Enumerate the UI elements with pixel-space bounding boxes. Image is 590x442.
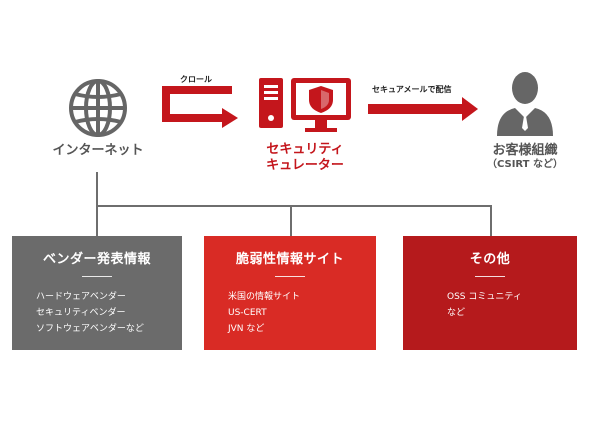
connector-drop-other bbox=[490, 205, 492, 236]
other-sources-box: その他 OSS コミュニティ など bbox=[403, 236, 577, 350]
computer-shield-icon bbox=[259, 78, 351, 132]
internet-label: インターネット bbox=[52, 143, 144, 158]
list-item: OSS コミュニティ bbox=[447, 292, 522, 302]
list-item: US-CERT bbox=[228, 308, 267, 318]
deliver-arrow-label: セキュアメールで配信 bbox=[372, 85, 452, 94]
list-item: ハードウェアベンダー bbox=[36, 292, 126, 302]
other-sources-divider bbox=[475, 276, 505, 277]
curator-node bbox=[255, 78, 355, 138]
connector-drop-vuln bbox=[290, 205, 292, 236]
connector-horizontal bbox=[96, 205, 492, 207]
curator-label: セキュリティ キュレーター bbox=[235, 142, 375, 175]
customer-label-line2: （CSIRT など） bbox=[486, 159, 563, 171]
curator-label-line2: キュレーター bbox=[266, 158, 344, 174]
curator-label-line1: セキュリティ bbox=[266, 142, 344, 157]
vendor-info-list: ハードウェアベンダー セキュリティベンダー ソフトウェアベンダーなど bbox=[12, 289, 182, 337]
list-item: セキュリティベンダー bbox=[36, 308, 126, 318]
list-item: ソフトウェアベンダーなど bbox=[36, 324, 144, 334]
connector-drop-vendor bbox=[96, 205, 98, 236]
vendor-info-title: ベンダー発表情報 bbox=[42, 252, 151, 267]
vulnerability-sites-divider bbox=[275, 276, 305, 277]
customer-node bbox=[493, 68, 557, 136]
vulnerability-sites-box: 脆弱性情報サイト 米国の情報サイト US-CERT JVN など bbox=[204, 236, 376, 350]
list-item: 米国の情報サイト bbox=[228, 292, 301, 302]
crawl-arrow-label: クロール bbox=[180, 75, 212, 84]
customer-label: お客様組織 （CSIRT など） bbox=[455, 143, 590, 172]
deliver-arrow bbox=[368, 97, 478, 121]
connector-trunk bbox=[96, 172, 98, 206]
other-sources-list: OSS コミュニティ など bbox=[403, 289, 577, 321]
person-icon bbox=[497, 72, 553, 136]
internet-node bbox=[60, 76, 136, 140]
customer-label-line1: お客様組織 bbox=[492, 143, 558, 158]
vulnerability-sites-list: 米国の情報サイト US-CERT JVN など bbox=[204, 289, 376, 337]
crawl-arrow bbox=[162, 86, 238, 128]
globe-icon bbox=[69, 79, 127, 137]
list-item: JVN など bbox=[228, 324, 265, 334]
vendor-info-box: ベンダー発表情報 ハードウェアベンダー セキュリティベンダー ソフトウェアベンダ… bbox=[12, 236, 182, 350]
other-sources-title: その他 bbox=[469, 252, 511, 267]
list-item: など bbox=[447, 308, 466, 318]
vendor-info-divider bbox=[82, 276, 112, 277]
vulnerability-sites-title: 脆弱性情報サイト bbox=[235, 252, 344, 267]
